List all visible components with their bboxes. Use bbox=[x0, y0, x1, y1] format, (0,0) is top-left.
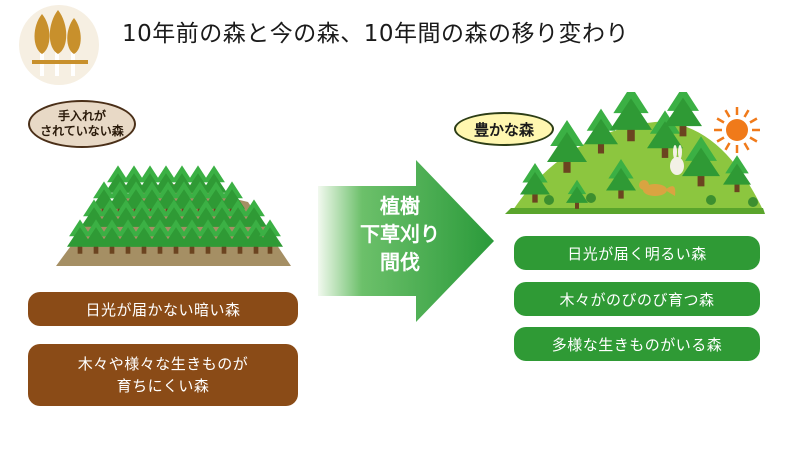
rich-tree-icon bbox=[520, 163, 550, 203]
rich-tree-icon bbox=[682, 136, 720, 187]
rich-tree-icon bbox=[610, 92, 652, 142]
bush-icon bbox=[748, 197, 758, 207]
dense-tree-icon bbox=[257, 219, 283, 254]
rich-tree-icon bbox=[664, 92, 702, 137]
unmanaged-tag-line1: 手入れが bbox=[57, 109, 106, 123]
before-item-hard-to-grow: 木々や様々な生きものが 育ちにくい森 bbox=[28, 344, 298, 406]
unmanaged-forest-tag: 手入れが されていない森 bbox=[28, 100, 136, 148]
dense-forest-hill bbox=[56, 165, 291, 266]
rabbit-icon bbox=[670, 145, 684, 175]
before-item-line1: 木々や様々な生きものが bbox=[77, 355, 249, 373]
fox-icon bbox=[639, 180, 676, 196]
action-planting: 植樹 bbox=[380, 194, 420, 218]
action-thinning: 間伐 bbox=[380, 250, 420, 274]
rich-tree-icon bbox=[566, 179, 588, 209]
rich-forest-tag: 豊かな森 bbox=[454, 112, 554, 146]
sun-icon bbox=[714, 107, 760, 153]
actions-label: 植樹 下草刈り 間伐 bbox=[350, 192, 450, 276]
rich-tree-icon bbox=[584, 108, 618, 154]
forest-logo-icon bbox=[19, 5, 99, 85]
rich-tree-icon bbox=[547, 120, 587, 173]
bush-icon bbox=[544, 195, 554, 205]
transition-arrow bbox=[318, 160, 494, 322]
after-item-diverse-life: 多様な生きものがいる森 bbox=[514, 327, 760, 361]
after-item-bright-forest: 日光が届く明るい森 bbox=[514, 236, 760, 270]
rich-forest-hill bbox=[505, 92, 765, 214]
rich-tree-icon bbox=[606, 159, 636, 199]
rich-tree-icon bbox=[647, 110, 683, 158]
action-weeding: 下草刈り bbox=[360, 222, 440, 246]
before-item-line2: 育ちにくい森 bbox=[116, 377, 210, 395]
before-item-dark-forest: 日光が届かない暗い森 bbox=[28, 292, 298, 326]
bush-icon bbox=[706, 195, 716, 205]
after-item-trees-grow: 木々がのびのび育つ森 bbox=[514, 282, 760, 316]
page-title: 10年前の森と今の森、10年間の森の移り変わり bbox=[122, 21, 630, 47]
unmanaged-tag-line2: されていない森 bbox=[40, 124, 124, 138]
bush-icon bbox=[586, 193, 596, 203]
rich-tree-icon bbox=[723, 155, 751, 193]
